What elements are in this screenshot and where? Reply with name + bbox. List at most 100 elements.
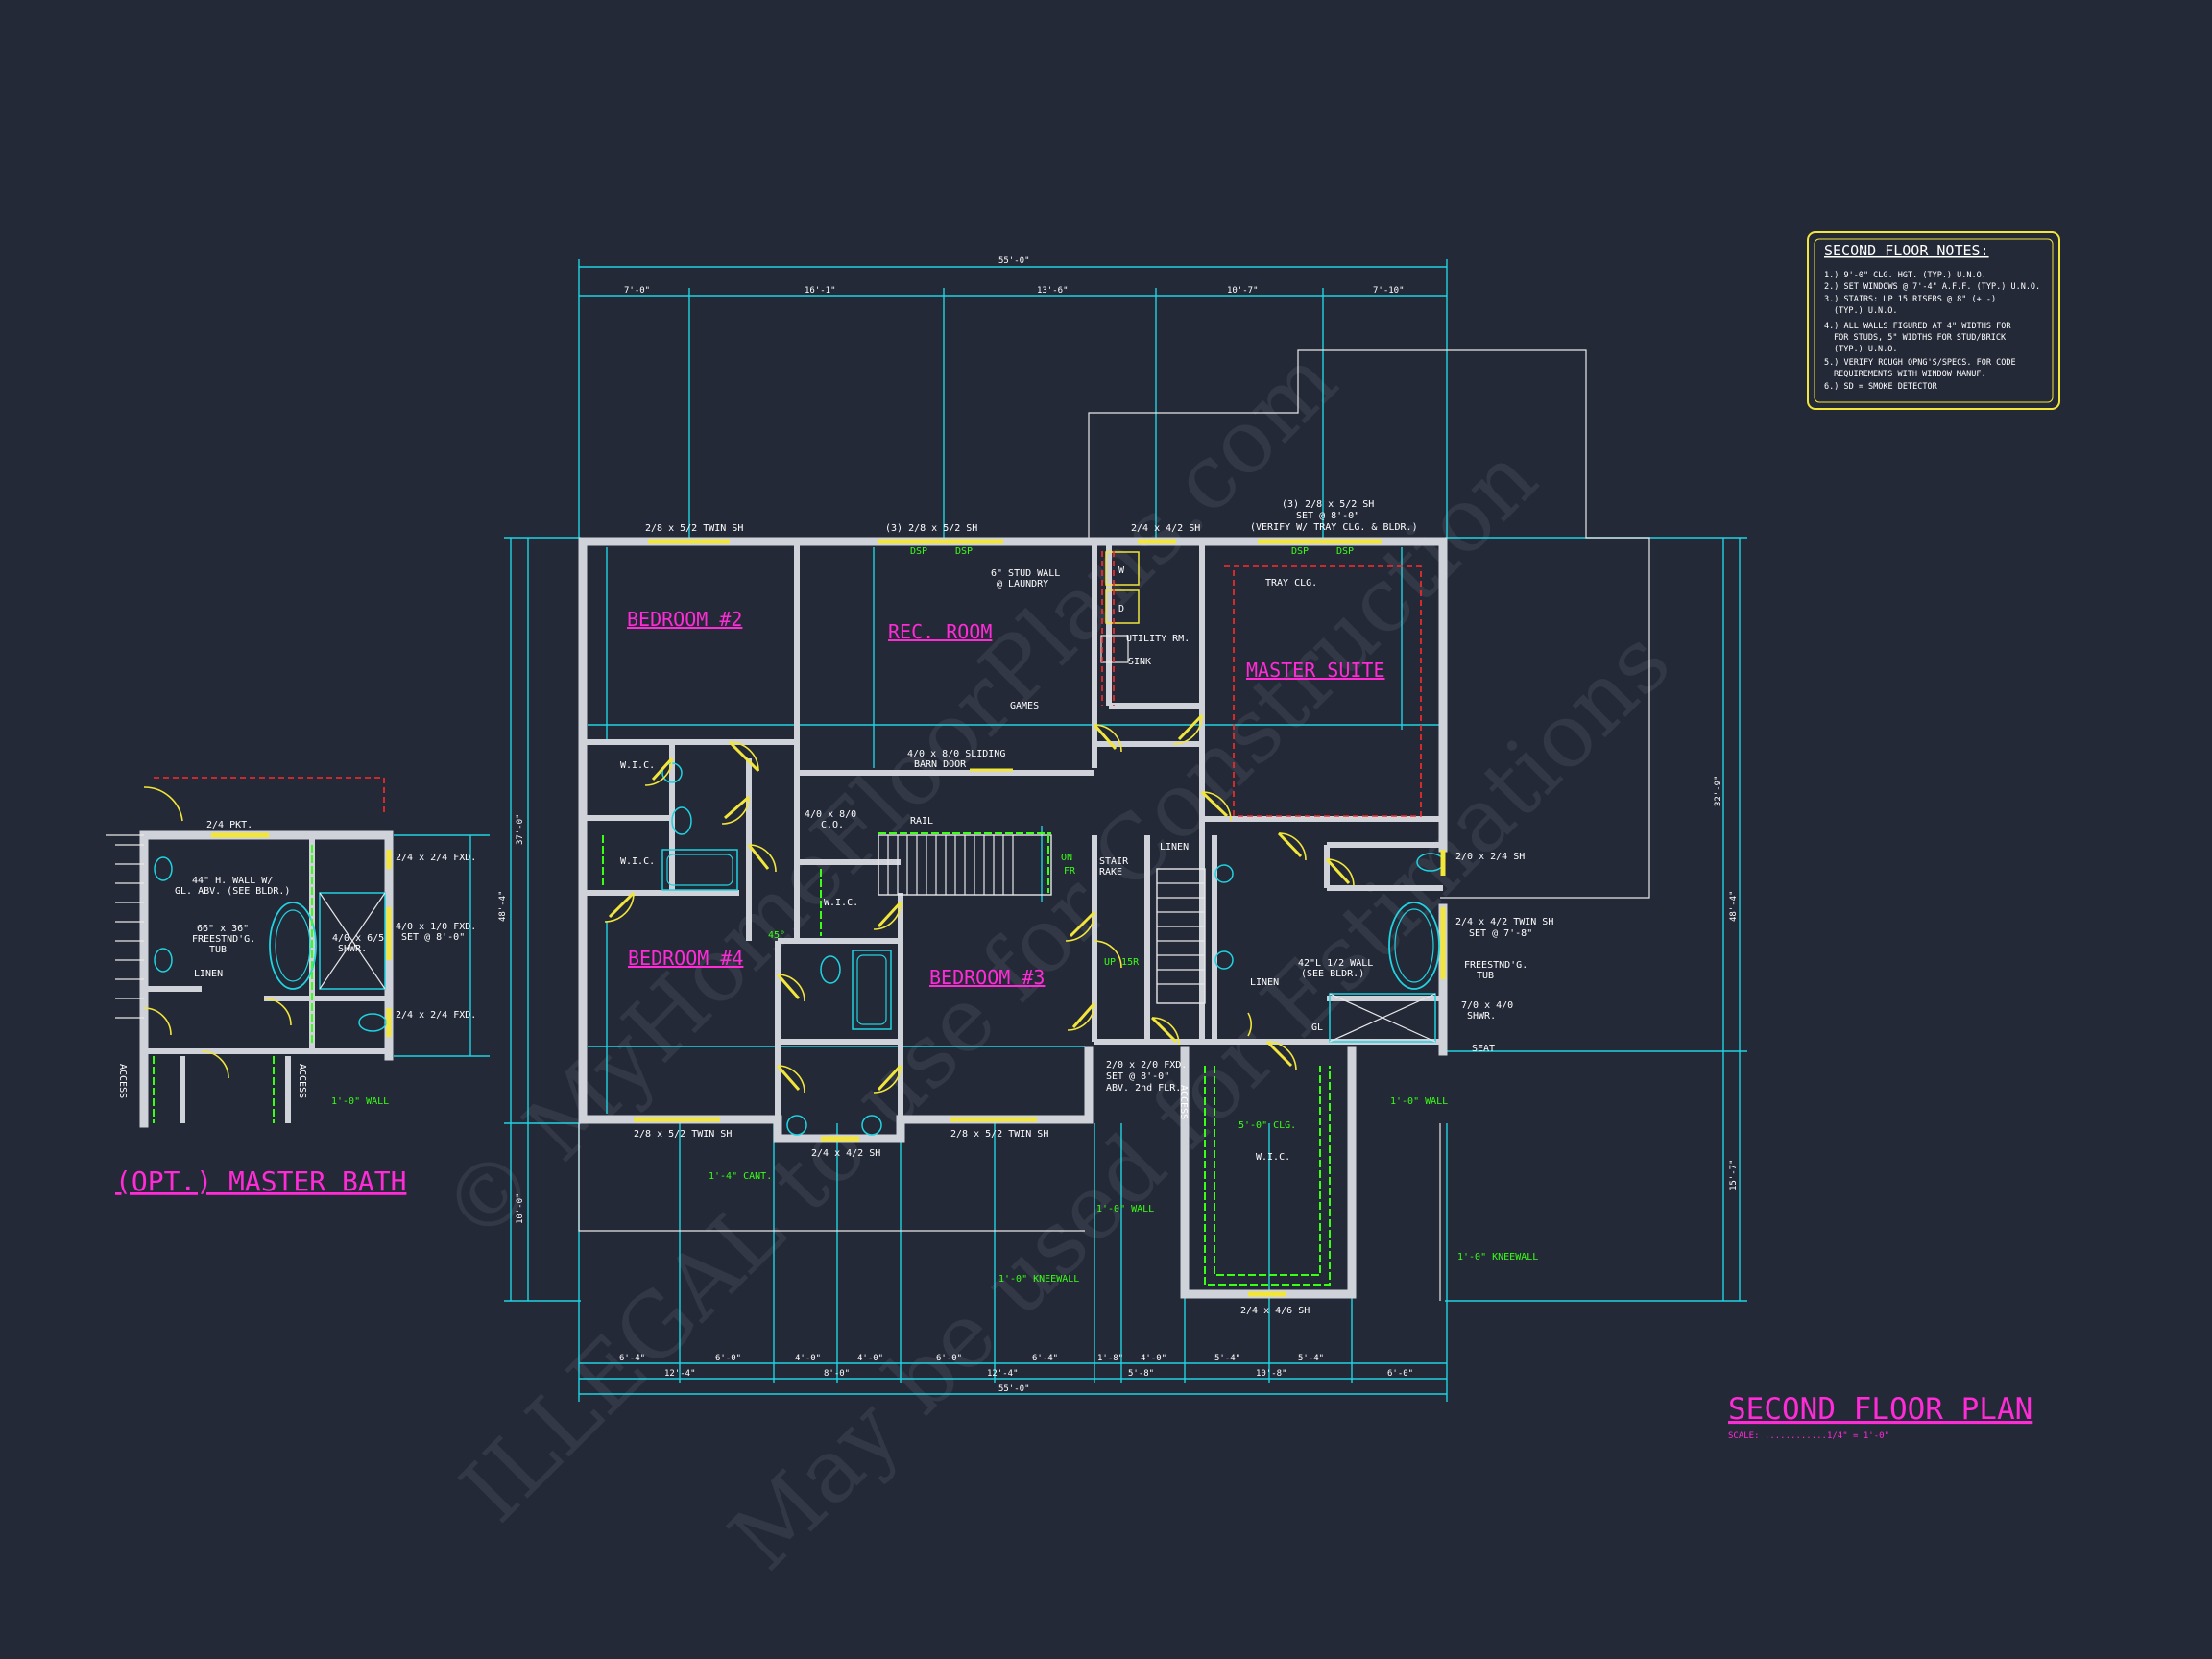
window-label-10a: 2/4 x 4/2 TWIN SH: [1455, 917, 1553, 927]
dim-right-a: 32'-9": [1714, 775, 1723, 806]
dim-top-3: 13'-6": [1037, 286, 1069, 296]
glass-label: GL: [1311, 1022, 1323, 1033]
roof-outline: [578, 349, 1650, 1301]
room-labels: BEDROOM #2 REC. ROOM MASTER SUITE BEDROO…: [627, 608, 1385, 989]
note-5b: REQUIREMENTS WITH WINDOW MANUF.: [1834, 370, 1986, 379]
dsp-1: DSP: [910, 546, 927, 557]
dim-top-2: 16'-1": [805, 286, 836, 296]
co-label-b: C.O.: [821, 820, 844, 830]
room-bedroom4: BEDROOM #4: [628, 947, 743, 970]
ceiling-5ft-label: 5'-0" CLG.: [1238, 1120, 1296, 1131]
dim-overall-bottom: 55'-0": [998, 1384, 1030, 1394]
inset-fxd-3b: SET @ 8'-0": [401, 932, 465, 943]
dim-b2-5: 6'-0": [1387, 1369, 1413, 1379]
kneewall-label-2: 1'-0" KNEEWALL: [1457, 1252, 1538, 1262]
dim-b1-0: 6'-4": [619, 1354, 645, 1363]
dim-b2-0: 12'-4": [664, 1369, 696, 1379]
dim-b1-8: 5'-4": [1214, 1354, 1240, 1363]
window-label-4a: (3) 2/8 x 5/2 SH: [1282, 499, 1374, 510]
doors: [604, 713, 1355, 1094]
window-label-5: 2/8 x 5/2 TWIN SH: [634, 1129, 732, 1140]
top-dimension-text: 55'-0" 7'-0" 16'-1" 13'-6" 10'-7" 7'-10": [624, 256, 1405, 296]
note-4: 4.) ALL WALLS FIGURED AT 4" WIDTHS FOR: [1824, 322, 2011, 331]
note-5: 5.) VERIFY ROUGH OPNG'S/SPECS. FOR CODE: [1824, 358, 2016, 368]
bottom-dimension-text: 6'-4" 6'-0" 4'-0" 4'-0" 6'-0" 6'-4" 1'-8…: [619, 1354, 1413, 1394]
wic-label-2: W.I.C.: [620, 856, 655, 867]
dsp-2: DSP: [955, 546, 973, 557]
dim-b2-4: 10'-8": [1256, 1369, 1287, 1379]
dim-b2-2: 12'-4": [987, 1369, 1019, 1379]
inset-shower-a: 4/0 x 6/5: [332, 933, 384, 944]
note-2: 2.) SET WINDOWS @ 7'-4" A.F.F. (TYP.) U.…: [1824, 282, 2040, 292]
room-rec-room: REC. ROOM: [888, 620, 992, 643]
dim-overall-top: 55'-0": [998, 256, 1030, 266]
room-bedroom3: BEDROOM #3: [929, 966, 1045, 989]
utility-room-label: UTILITY RM.: [1126, 634, 1190, 644]
barn-door-label-b: BARN DOOR: [914, 759, 967, 770]
wall-label-2: 1'-0" WALL: [1390, 1096, 1448, 1107]
ceiling-lines: [602, 551, 1422, 1286]
dim-left-b: 48'-4": [498, 890, 508, 922]
angle-label: 45°: [768, 930, 785, 941]
inset-pkt-label: 2/4 PKT.: [206, 820, 252, 830]
wall-label-1: 1'-0" WALL: [1096, 1204, 1154, 1214]
window-label-9: 2/0 x 2/4 SH: [1455, 852, 1525, 862]
inset-tub-b: FREESTND'G.: [192, 934, 255, 945]
games-label: GAMES: [1010, 701, 1039, 711]
inset-fxd-3a: 4/0 x 1/0 FXD.: [396, 922, 476, 932]
dim-right-b: 48'-4": [1729, 890, 1739, 922]
inset-tub-a: 66" x 36": [197, 924, 249, 934]
dim-top-4: 10'-7": [1227, 286, 1259, 296]
window-label-11b: SET @ 8'-0": [1106, 1071, 1169, 1082]
dim-top-5: 7'-10": [1373, 286, 1405, 296]
note-6: 6.) SD = SMOKE DETECTOR: [1824, 382, 1938, 392]
note-4c: (TYP.) U.N.O.: [1834, 345, 1898, 354]
dim-b1-9: 5'-4": [1298, 1354, 1324, 1363]
linen-label-1: LINEN: [1160, 842, 1189, 853]
dim-b2-3: 5'-8": [1128, 1369, 1154, 1379]
stair-rake-label-b: RAKE: [1099, 867, 1122, 878]
note-3: 3.) STAIRS: UP 15 RISERS @ 8" (+ -): [1824, 295, 1996, 304]
stud-wall-label-b: @ LAUNDRY: [997, 579, 1048, 589]
second-floor-notes: SECOND FLOOR NOTES: 1.) 9'-0" CLG. HGT. …: [1807, 231, 2060, 410]
dim-b1-7: 4'-0": [1141, 1354, 1166, 1363]
inset-access-1: ACCESS: [117, 1064, 128, 1098]
tub-label-b: TUB: [1477, 971, 1494, 981]
side-dimension-text: 37'-0" 48'-4" 10'-0" 32'-9" 48'-4" 15'-7…: [498, 775, 1739, 1224]
window-label-4c: (VERIFY W/ TRAY CLG. & BLDR.): [1250, 522, 1418, 533]
washer-label: W: [1118, 565, 1125, 576]
note-1: 1.) 9'-0" CLG. HGT. (TYP.) U.N.O.: [1824, 271, 1986, 280]
inset-linen: LINEN: [194, 969, 223, 979]
wic-label-3: W.I.C.: [824, 898, 858, 908]
window-label-4b: SET @ 8'-0": [1296, 511, 1359, 521]
dsp-3: DSP: [1291, 546, 1309, 557]
access-label: ACCESS: [1178, 1085, 1189, 1119]
window-label-7: 2/8 x 5/2 TWIN SH: [950, 1129, 1048, 1140]
window-label-1: 2/8 x 5/2 TWIN SH: [645, 523, 743, 534]
plan-title-block: SECOND FLOOR PLAN SCALE: ............1/4…: [1728, 1392, 2032, 1441]
cant-label: 1'-4" CANT.: [709, 1171, 772, 1182]
up-15r-label: UP 15R: [1104, 957, 1140, 968]
dim-b1-5: 6'-4": [1032, 1354, 1058, 1363]
inset-fxd-2: 2/4 x 2/4 FXD.: [396, 1010, 476, 1021]
inset-wall44-b: GL. ABV. (SEE BLDR.): [175, 886, 290, 897]
fr-label: FR: [1064, 866, 1076, 877]
plan-scale: SCALE: ............1/4" = 1'-0": [1728, 1431, 1889, 1441]
stairs: [878, 832, 1206, 1004]
window-label-3: 2/4 x 4/2 SH: [1131, 523, 1200, 534]
stair-rake-label-a: STAIR: [1099, 856, 1129, 867]
inset-wall-label: 1'-0" WALL: [331, 1096, 389, 1107]
dim-left-c: 10'-0": [516, 1192, 525, 1224]
inset-tub-c: TUB: [209, 945, 227, 955]
inset-master-bath: 2/4 PKT. 2/4 x 2/4 FXD. 2/4 x 2/4 FXD. 4…: [106, 777, 490, 1128]
half-wall-label-b: (SEE BLDR.): [1301, 969, 1364, 979]
sink-label: SINK: [1128, 657, 1151, 667]
dim-top-1: 7'-0": [624, 286, 650, 296]
room-bedroom2: BEDROOM #2: [627, 608, 742, 631]
dim-b1-1: 6'-0": [715, 1354, 741, 1363]
note-4b: FOR STUDS, 5" WIDTHS FOR STUD/BRICK: [1834, 333, 2007, 343]
dim-b1-6: 1'-8": [1097, 1354, 1123, 1363]
dim-b2-1: 8'-0": [824, 1369, 850, 1379]
callout-labels: 6" STUD WALL @ LAUNDRY DSP DSP DSP DSP T…: [620, 546, 1538, 1285]
